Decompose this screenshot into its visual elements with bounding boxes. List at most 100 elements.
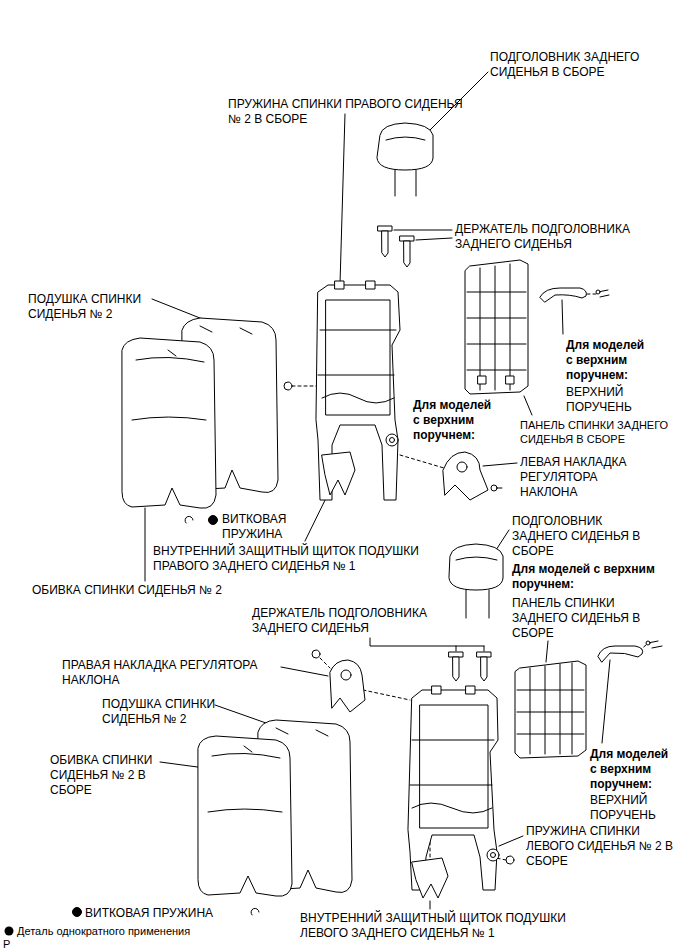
back-panel — [506, 376, 514, 384]
headrest-holder — [378, 226, 392, 231]
seatback-frame — [420, 705, 488, 828]
headrest — [377, 123, 433, 170]
seatback-cover — [208, 753, 282, 812]
single-use-dot — [5, 927, 14, 936]
leader-line — [340, 114, 345, 284]
seatback-frame — [410, 740, 494, 785]
seatback-frame — [506, 856, 514, 864]
leader-line — [215, 705, 266, 723]
part-label: ПРУЖИНА СПИНКИ ЛЕВОГО СИДЕНЬЯ № 2 В СБОР… — [526, 824, 681, 869]
part-label: ДЕРЖАТЕЛЬ ПОДГОЛОВНИКА ЗАДНЕГО СИДЕНЬЯ — [455, 222, 650, 252]
seatback-frame — [366, 281, 375, 289]
headrest-holder — [400, 236, 414, 241]
leader-line — [602, 660, 610, 743]
seatback-cover — [244, 746, 252, 752]
back-panel — [467, 264, 526, 390]
assembly-line — [400, 455, 444, 468]
part-label: ПРАВАЯ НАКЛАДКА РЕГУЛЯТОРА НАКЛОНА — [62, 658, 282, 688]
seatback-frame — [322, 393, 394, 403]
coil-spring — [209, 516, 218, 525]
leader-line — [152, 299, 205, 320]
part-label: ВИТКОВАЯ ПРУЖИНА — [85, 906, 213, 921]
seatback-frame — [284, 281, 400, 500]
headrest — [456, 557, 497, 560]
leader-line — [562, 300, 563, 334]
part-label: ПРУЖИНА СПИНКИ ПРАВОГО СИДЕНЬЯ № 2 В СБО… — [228, 97, 473, 127]
headrest — [449, 544, 503, 590]
seatback-cover — [198, 736, 292, 896]
armrest — [540, 288, 586, 302]
part-label: ПОДГОЛОВНИК ЗАДНЕГО СИДЕНЬЯ В СБОРЕ — [490, 50, 670, 80]
leader-line — [456, 646, 457, 651]
part-label: ВЕРХНИЙ ПОРУЧЕНЬ — [566, 385, 646, 415]
seatback-cover — [168, 350, 176, 356]
seatback-frame — [432, 686, 441, 694]
recliner-cover — [330, 660, 365, 712]
recliner-cover — [312, 650, 320, 658]
armrest — [646, 641, 650, 645]
recliner-cover — [312, 650, 365, 712]
leader-line — [496, 530, 509, 550]
leader-line — [499, 836, 523, 846]
part-label: ОБИВКА СПИНКИ СИДЕНЬЯ № 2 — [32, 583, 222, 598]
headrest-holder — [449, 652, 491, 681]
legend-text: Деталь однократного применения — [17, 924, 190, 938]
leader-line — [394, 230, 452, 231]
back-panel — [478, 376, 486, 384]
leader-line — [546, 641, 548, 662]
part-label: ВЕРХНИЙ ПОРУЧЕНЬ — [590, 793, 670, 823]
model-note: Для моделей с верхним поручнем: — [512, 562, 684, 592]
model-note: Для моделей с верхним поручнем: — [413, 398, 495, 443]
leader-line — [484, 646, 485, 651]
recliner-cover — [457, 462, 467, 472]
cushion-guard — [322, 452, 355, 495]
seatback-cover — [132, 357, 206, 420]
armrest — [598, 646, 643, 662]
seatback-frame — [318, 330, 396, 375]
recliner-cover — [491, 485, 497, 491]
seatback-frame — [316, 285, 400, 500]
seatback-frame — [491, 853, 496, 858]
headrest-holder — [382, 231, 388, 257]
coil-spring — [185, 516, 193, 523]
headrest-holder — [453, 657, 459, 681]
back-panel — [465, 260, 528, 394]
part-label: ПОДГОЛОВНИК ЗАДНЕГО СИДЕНЬЯ В СБОРЕ — [512, 514, 652, 559]
seatback-cushion — [200, 326, 252, 334]
model-note: Для моделей с верхним поручнем: — [566, 338, 648, 383]
part-label: ВНУТРЕННИЙ ЗАЩИТНЫЙ ЩИТОК ПОДУШКИ ЛЕВОГО… — [300, 911, 600, 941]
assembly-line — [292, 386, 317, 387]
cushion-guard — [412, 858, 448, 898]
part-label: ВНУТРЕННИЙ ЗАЩИТНЫЙ ЩИТОК ПОДУШКИ ПРАВОГ… — [153, 544, 453, 574]
leader-line — [281, 667, 328, 676]
seatback-cover — [122, 338, 216, 508]
seatback-frame — [408, 686, 514, 890]
legend-entry: Деталь однократного применения — [4, 924, 190, 938]
seatback-frame — [335, 281, 344, 289]
leader-line — [145, 508, 146, 581]
seatback-frame — [487, 849, 499, 861]
headrest — [395, 170, 416, 196]
part-label: ДЕРЖАТЕЛЬ ПОДГОЛОВНИКА ЗАДНЕГО СИДЕНЬЯ — [252, 606, 447, 636]
coil-spring — [251, 908, 259, 915]
part-label: ПОДУШКА СПИНКИ СИДЕНЬЯ № 2 — [102, 697, 227, 727]
armrest — [540, 288, 609, 302]
armrest — [598, 641, 662, 662]
leader-line — [416, 238, 452, 240]
seatback-frame — [284, 382, 292, 390]
headrest-holder — [477, 652, 491, 657]
sheet-code: P — [3, 937, 10, 951]
part-label: ПАНЕЛЬ СПИНКИ ЗАДНЕГО СИДЕНЬЯ В СБОРЕ — [520, 418, 682, 446]
headrest — [377, 123, 433, 196]
legend-symbol — [4, 926, 14, 936]
headrest — [386, 137, 425, 140]
coil-spring — [73, 908, 82, 917]
headrest-holder — [378, 226, 414, 267]
recliner-cover — [443, 452, 502, 500]
seatback-frame — [386, 434, 398, 446]
headrest-holder — [404, 241, 410, 267]
part-label: ЛЕВАЯ НАКЛАДКА РЕГУЛЯТОРА НАКЛОНА — [520, 455, 645, 500]
back-panel — [465, 260, 528, 394]
assembly-line — [586, 294, 596, 295]
model-note: Для моделей с верхним поручнем: — [590, 747, 672, 792]
